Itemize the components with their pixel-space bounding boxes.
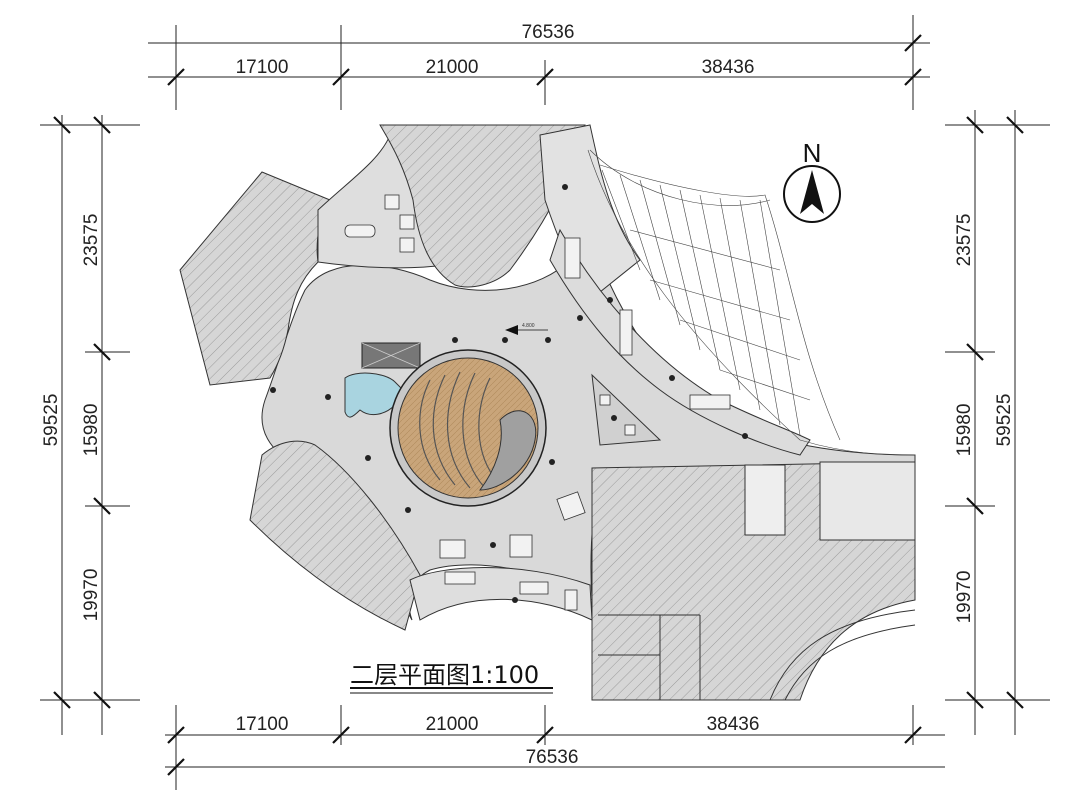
dim-top-3: 38436 — [702, 57, 755, 78]
east-stair-core — [744, 464, 786, 536]
dim-left-3: 19970 — [81, 569, 102, 622]
title-text: 二层平面图1:100 — [350, 661, 539, 689]
auditorium-stage — [478, 410, 537, 491]
structural-columns — [270, 184, 748, 603]
east-toilet-block — [819, 461, 916, 541]
dim-right-3: 19970 — [954, 571, 975, 624]
dim-left-1: 23575 — [81, 214, 102, 267]
dim-top-1: 17100 — [236, 57, 289, 78]
dim-right-1: 23575 — [954, 214, 975, 267]
dim-right-2: 15980 — [954, 404, 975, 457]
north-arrow-icon — [800, 170, 824, 214]
building-footprint — [179, 124, 916, 701]
level-mark: 4.800 — [505, 323, 548, 335]
east-room-partitions — [598, 609, 916, 701]
dim-right-total: 59525 — [994, 394, 1015, 447]
dim-bottom-2: 21000 — [426, 714, 479, 735]
dim-bottom-total: 76536 — [526, 747, 579, 768]
level-label: 4.800 — [522, 323, 535, 329]
pool — [344, 372, 406, 418]
north-corridor — [539, 124, 641, 301]
dim-bottom-3: 38436 — [707, 714, 760, 735]
furniture — [344, 194, 731, 611]
drawing-title: 二层平面图1:100 — [350, 661, 553, 694]
dim-top-2: 21000 — [426, 57, 479, 78]
dim-left-2: 15980 — [81, 404, 102, 457]
dim-top-total: 76536 — [522, 22, 575, 43]
dim-left-total: 59525 — [41, 394, 62, 447]
dimension-labels: 76536 17100 21000 38436 17100 21000 3843… — [41, 22, 1015, 768]
dim-bottom-1: 17100 — [236, 714, 289, 735]
northeast-office-strip — [549, 228, 811, 456]
north-arrow: N — [783, 138, 841, 223]
glass-canopy — [587, 149, 916, 456]
dimension-lines — [40, 15, 1050, 790]
southwest-wing — [249, 440, 421, 631]
north-label: N — [803, 138, 822, 168]
triangle-island — [591, 373, 662, 446]
